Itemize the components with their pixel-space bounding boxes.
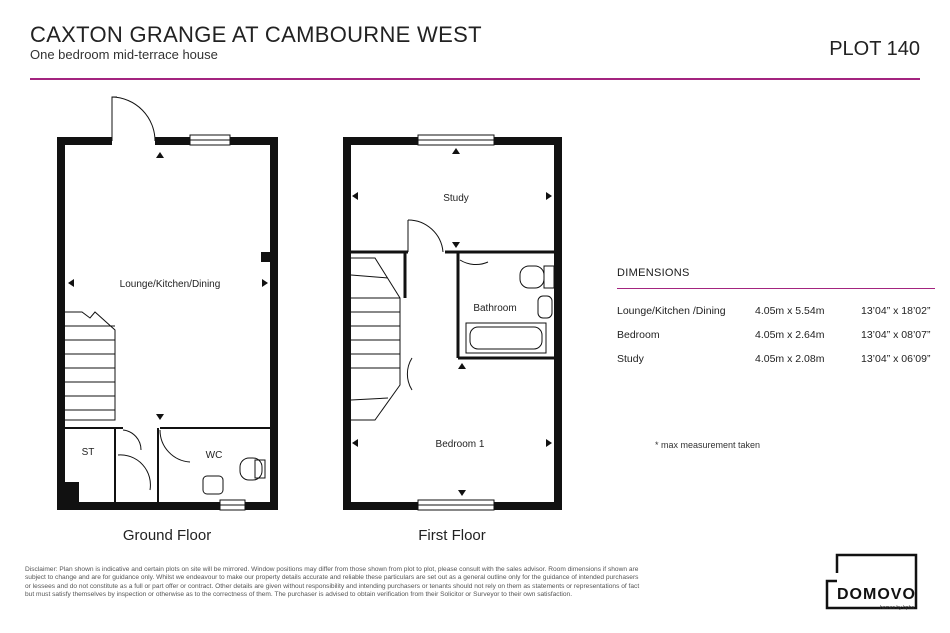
dimension-imperial: 13’04” x 18’02” [861,305,931,317]
room-label-study: Study [443,193,469,204]
dimension-metric: 4.05m x 2.64m [755,329,825,341]
dimension-metric: 4.05m x 2.08m [755,353,825,365]
measurement-note: * max measurement taken [655,440,761,450]
logo-wordmark: DOMOVO [837,586,916,603]
dimension-row: Study 4.05m x 2.08m 13’04” x 06’09” [617,353,935,369]
dimension-row: Lounge/Kitchen /Dining 4.05m x 5.54m 13’… [617,305,935,321]
logo-tagline: homes by bpha [880,605,915,611]
room-label-store: ST [82,447,95,458]
header-divider [30,78,920,80]
dimension-room: Study [617,353,644,365]
domovo-logo [825,553,918,610]
room-label-wc: WC [206,450,223,461]
room-label-bathroom: Bathroom [473,303,516,314]
dimension-room: Lounge/Kitchen /Dining [617,305,726,317]
floor-plans: Lounge/Kitchen/Dining ST WC Ground Floor [57,96,562,544]
dimensions-divider [617,288,935,289]
dimension-metric: 4.05m x 5.54m [755,305,825,317]
first-floor-plan: Study Bathroom Bedroom 1 First Floor [343,134,562,544]
room-label-bedroom: Bedroom 1 [436,439,485,450]
ground-measure-arrows [68,152,268,420]
dimension-row: Bedroom 4.05m x 2.64m 13’04” x 08’07” [617,329,935,345]
ground-floor-plan: Lounge/Kitchen/Dining ST WC Ground Floor [57,96,278,544]
ground-stairs [65,311,116,421]
first-floor-label: First Floor [418,527,486,544]
room-label-living: Lounge/Kitchen/Dining [120,279,221,290]
disclaimer-text: Disclaimer: Plan shown is indicative and… [25,566,640,598]
dimension-imperial: 13’04” x 06’09” [861,353,931,365]
house-type-subtitle: One bedroom mid-terrace house [30,47,218,62]
plot-number: PLOT 140 [829,38,920,60]
development-title: CAXTON GRANGE AT CAMBOURNE WEST [30,22,482,47]
ground-floor-label: Ground Floor [123,527,211,544]
dimension-imperial: 13’04” x 08’07” [861,329,931,341]
first-stairs [350,257,401,421]
dimension-room: Bedroom [617,329,660,341]
dimensions-heading: DIMENSIONS [617,267,690,279]
first-measure-arrows [352,148,552,496]
